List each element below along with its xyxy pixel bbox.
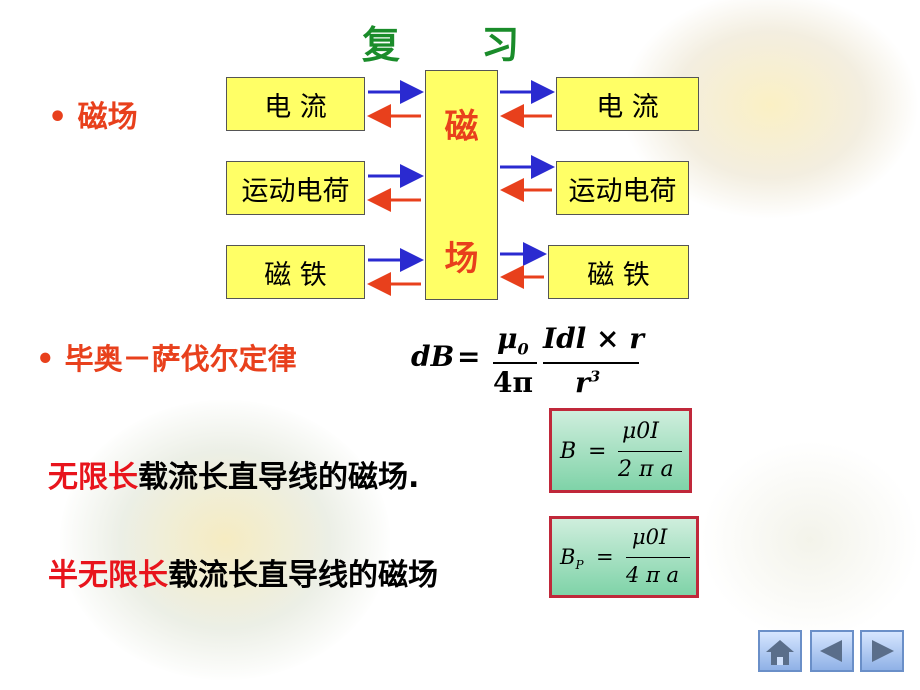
right-box-magnet: 磁 铁 (548, 245, 689, 299)
formula-semi-lhs: BP (560, 545, 584, 573)
formula-lhs: dB (411, 340, 455, 373)
page-title: 复 习 (362, 23, 554, 67)
semi-rest: 载流长直导线的磁场 (168, 558, 438, 593)
left-box-moving-charge: 运动电荷 (226, 161, 365, 215)
next-button[interactable] (860, 630, 904, 672)
formula-semi-bar (626, 557, 690, 558)
formula-infinite-equals: = (588, 439, 607, 464)
center-label-top: 磁 (444, 107, 479, 147)
background-flower (700, 440, 920, 640)
home-icon (766, 640, 794, 665)
center-label-bottom: 场 (444, 239, 479, 279)
infinite-wire-text: 无限长载流长直导线的磁场. (48, 452, 419, 496)
formula-box-semi: BP = μ0I 4 π a (549, 516, 699, 598)
bullet-biot-savart: • 毕奥－萨伐尔定律 (36, 342, 297, 376)
formula-mu: μ0 (497, 322, 529, 359)
formula-r: r3 (575, 366, 601, 399)
left-box-magnet: 磁 铁 (226, 245, 365, 299)
next-icon (872, 640, 894, 662)
right-box-moving-charge: 运动电荷 (556, 161, 689, 215)
left-box-current: 电 流 (226, 77, 365, 131)
formula-infinite-bar (618, 451, 682, 452)
semi-infinite-wire-text: 半无限长载流长直导线的磁场 (48, 550, 438, 594)
formula-box-infinite: B = μ0I 2 π a (549, 408, 692, 493)
infinite-prefix: 无限长 (48, 460, 138, 495)
formula-semi-den: 4 π a (626, 563, 680, 587)
semi-prefix: 半无限长 (48, 558, 168, 593)
home-button[interactable] (758, 630, 802, 672)
fraction-bar-2 (543, 362, 639, 364)
right-box-current: 电 流 (556, 77, 699, 131)
formula-infinite-num: μ0I (622, 419, 659, 444)
center-box-magnetic-field: 磁 场 (425, 70, 498, 300)
formula-equals: = (457, 340, 481, 373)
formula-infinite-den: 2 π a (618, 457, 674, 482)
fraction-bar-1 (493, 362, 537, 364)
formula-infinite-lhs: B (560, 439, 577, 464)
formula-semi-equals: = (596, 545, 614, 569)
infinite-rest: 载流长直导线的磁场. (138, 460, 420, 495)
biot-savart-formula: dB = μ0 4π Idl × r r3 (405, 322, 645, 404)
prev-icon (820, 640, 842, 662)
formula-numerator: Idl × r (543, 322, 645, 355)
formula-four-pi: 4π (493, 366, 533, 399)
background-flower (60, 400, 390, 680)
bullet-magnetic-field: • 磁场 (48, 100, 138, 135)
prev-button[interactable] (810, 630, 854, 672)
formula-semi-num: μ0I (632, 525, 668, 549)
